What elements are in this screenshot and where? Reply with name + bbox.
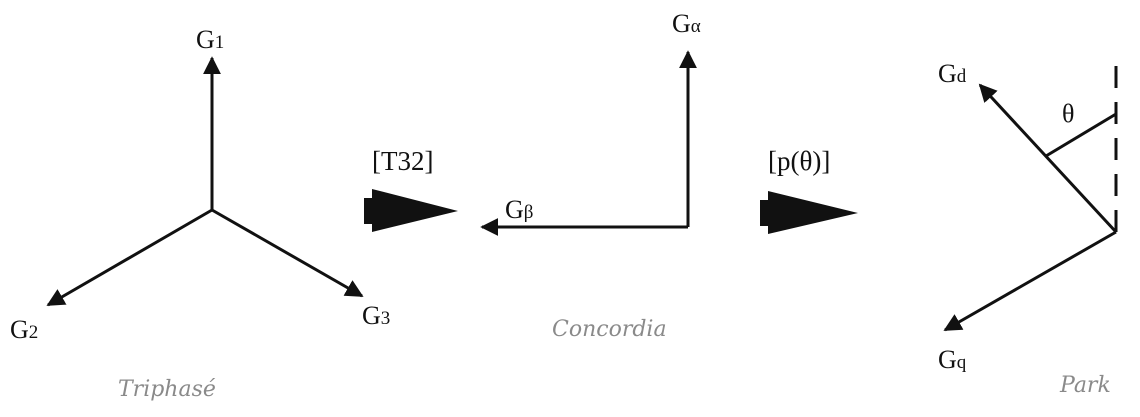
- transform-p-theta-arrow: [760, 191, 858, 234]
- axis-gbeta-label: Gβ: [505, 195, 533, 224]
- concordia-system: Gα Gβ Concordia: [480, 9, 701, 342]
- angle-theta-marker: [1045, 112, 1117, 158]
- axis-gd-label: Gd: [938, 59, 967, 88]
- axis-g3-label: G3: [362, 301, 390, 330]
- triphase-system: G1 G2 G3 Triphasé: [10, 25, 390, 402]
- triphase-caption: Triphasé: [118, 377, 216, 402]
- axis-gq-arrow: [943, 230, 1117, 332]
- transform-p-theta-label: [p(θ)]: [768, 146, 830, 176]
- angle-theta-label: θ: [1062, 99, 1074, 128]
- park-system: Gd θ Gq Park: [938, 55, 1118, 398]
- transform-t32: [T32]: [364, 146, 458, 232]
- axis-g2-arrow: [46, 208, 213, 307]
- axis-g2-label: G2: [10, 315, 38, 344]
- axis-g3-arrow: [211, 208, 364, 298]
- axis-galpha-label: Gα: [672, 9, 701, 38]
- axis-gd-arrow: [978, 83, 1118, 234]
- transform-t32-arrow: [364, 189, 458, 232]
- concordia-caption: Concordia: [552, 317, 667, 342]
- axis-g1-label: G1: [196, 25, 224, 54]
- axis-gq-label: Gq: [938, 345, 967, 374]
- transform-p-theta: [p(θ)]: [760, 146, 858, 234]
- transform-t32-label: [T32]: [372, 146, 433, 176]
- park-caption: Park: [1059, 373, 1111, 398]
